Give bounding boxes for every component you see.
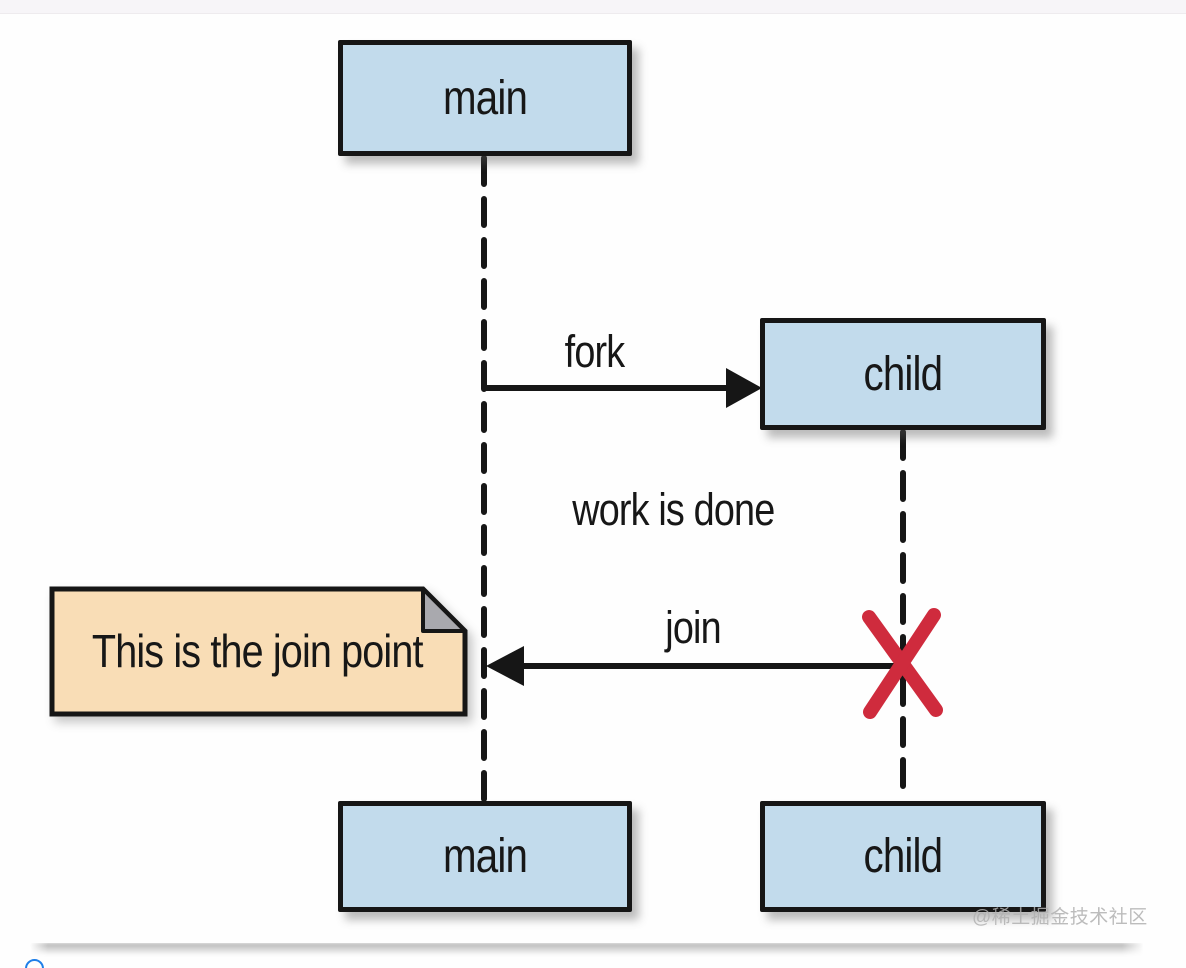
participant-child-bottom: child [760, 801, 1046, 912]
terminate-cross-icon [862, 608, 943, 719]
participant-child-mid-label: child [863, 347, 944, 401]
participant-child-mid: child [760, 318, 1046, 430]
note-shape [49, 586, 468, 717]
participant-main-top: main [338, 40, 632, 156]
fork-message-label: fork [565, 326, 625, 377]
participant-main-bottom-label: main [442, 830, 528, 883]
join-arrow [486, 646, 903, 686]
participant-main-bottom: main [338, 801, 632, 912]
bottom-edge-shadow [30, 943, 1144, 957]
fork-arrow [486, 368, 762, 408]
note-body [49, 586, 468, 717]
top-edge-strip [0, 0, 1186, 14]
fork-arrowhead-icon [726, 368, 762, 408]
join-message-label: join [665, 602, 721, 653]
partial-circle-icon [25, 959, 44, 968]
join-arrowhead-icon [486, 646, 524, 686]
participant-child-bottom-label: child [863, 830, 944, 883]
work-is-done-label: work is done [571, 484, 775, 535]
note-text: This is the join point [91, 625, 424, 677]
note-fold-corner-icon [421, 587, 467, 633]
juejin-watermark: @稀土掘金技术社区 [972, 907, 1148, 928]
participant-main-top-label: main [442, 71, 528, 125]
